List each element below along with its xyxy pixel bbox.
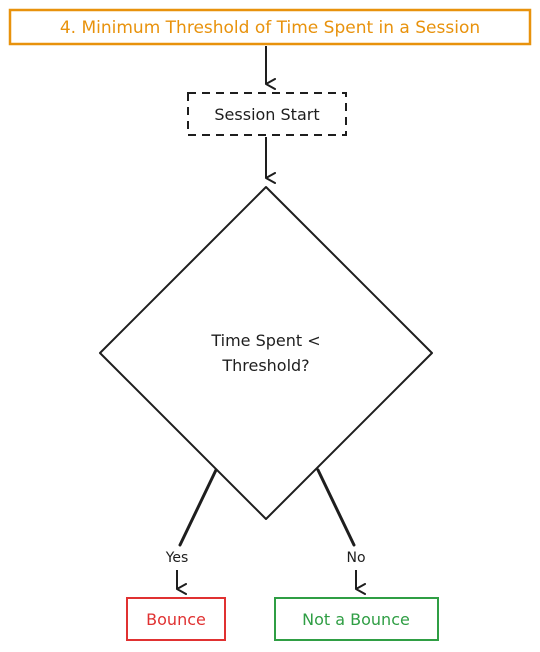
yes-branch-line	[178, 468, 218, 547]
bounce-node-label: Bounce	[146, 610, 206, 629]
not-bounce-node-label: Not a Bounce	[302, 610, 410, 629]
start-node-label: Session Start	[214, 105, 319, 124]
decision-label-line2: Threshold?	[221, 356, 309, 375]
decision-label-line1: Time Spent <	[210, 331, 320, 350]
start-node: Session Start	[187, 92, 347, 136]
title-box: 4. Minimum Threshold of Time Spent in a …	[8, 8, 532, 46]
decision-node: Time Spent < Threshold?	[99, 186, 433, 520]
bounce-node: Bounce	[126, 597, 226, 641]
no-branch-line	[316, 468, 356, 547]
diagram-title: 4. Minimum Threshold of Time Spent in a …	[60, 18, 480, 38]
yes-label: Yes	[165, 550, 189, 566]
not-bounce-node: Not a Bounce	[274, 597, 439, 641]
no-label: No	[346, 550, 365, 566]
